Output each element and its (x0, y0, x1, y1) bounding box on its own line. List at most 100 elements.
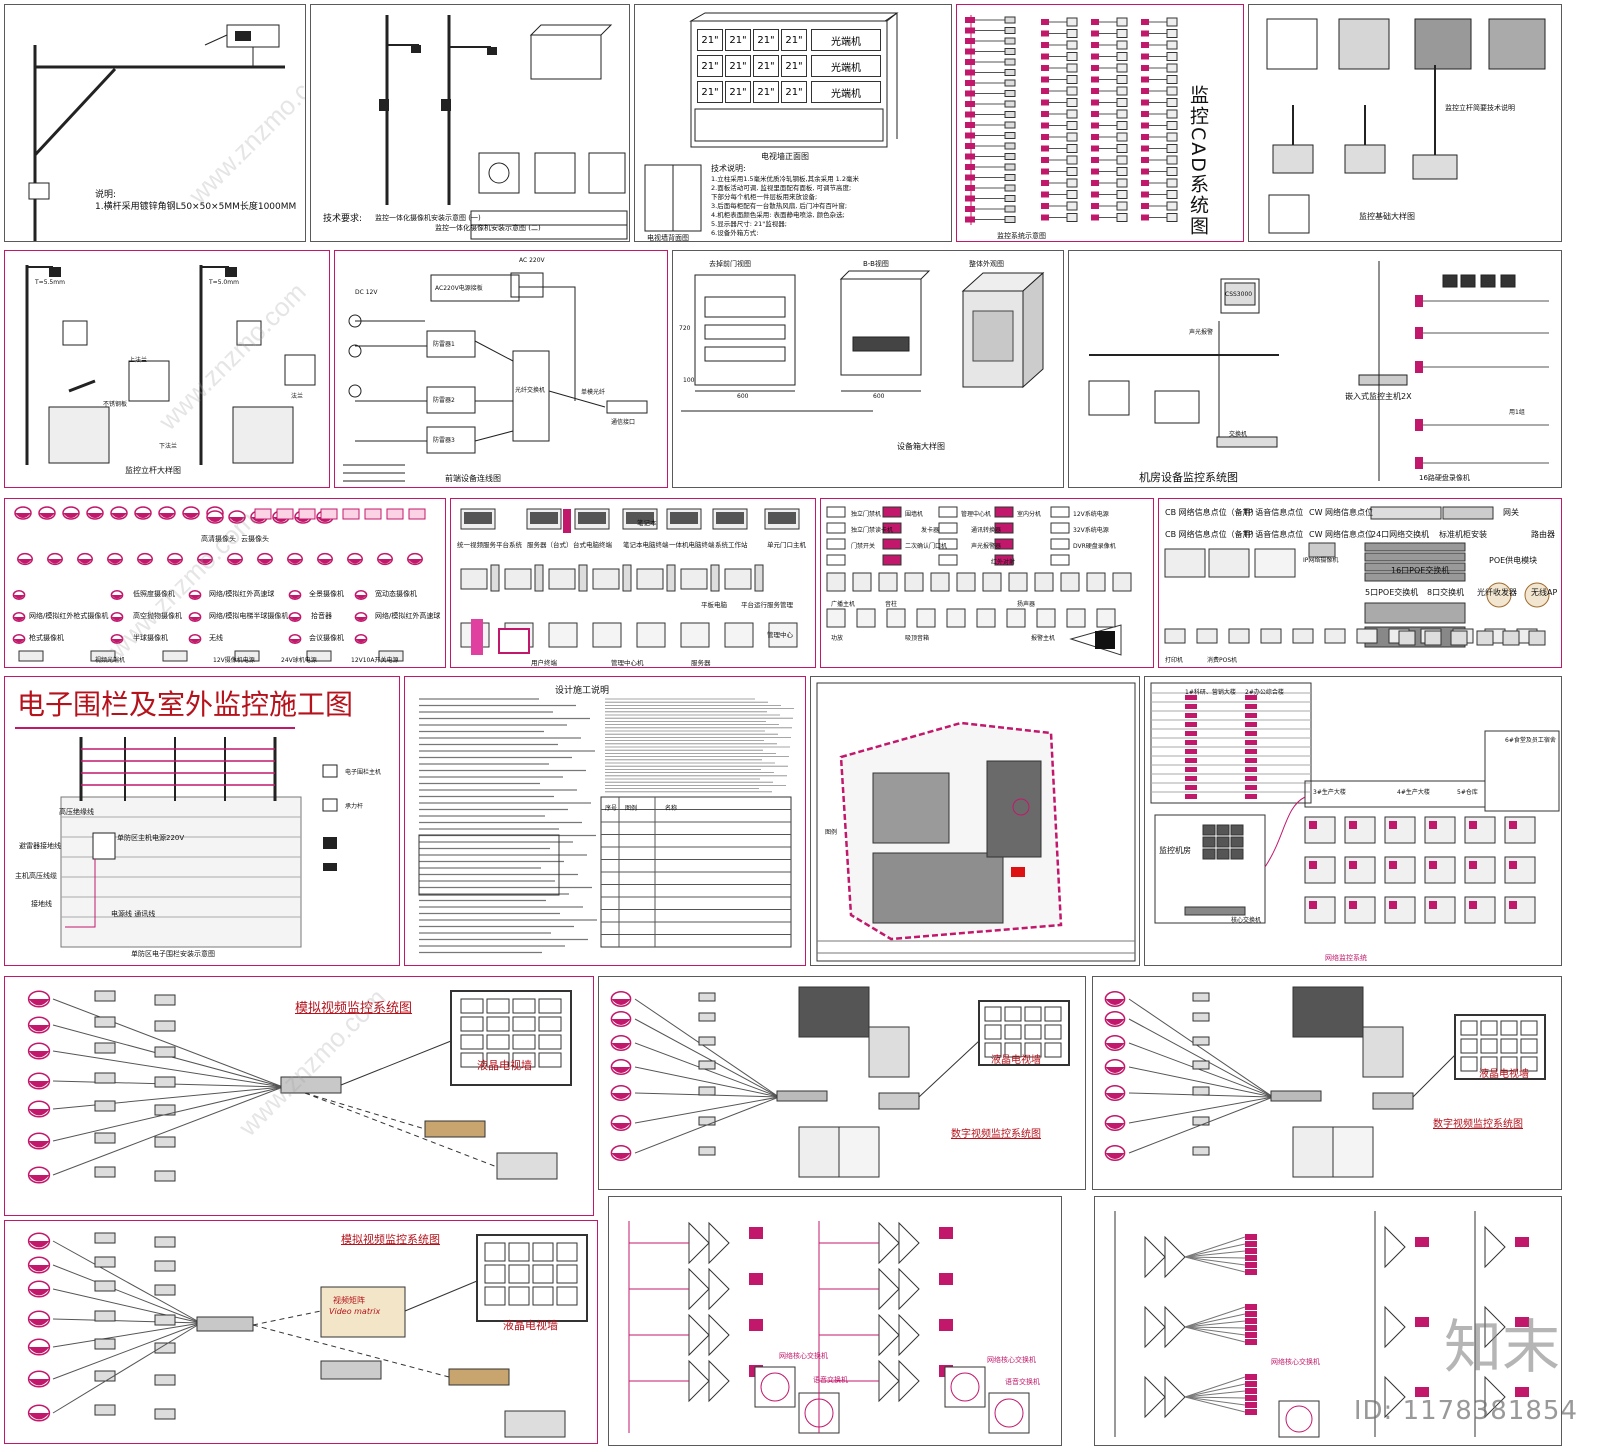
signal-line (918, 1040, 980, 1098)
device-icon (94, 1232, 116, 1244)
network-tag: CB 网络信息点位（备用） (1165, 530, 1259, 539)
foundation-drawing (1266, 18, 1546, 234)
device-icon (1004, 121, 1016, 129)
device-icon (1116, 75, 1128, 84)
coax-cable (52, 1086, 284, 1176)
lcd-screen (1500, 1020, 1518, 1036)
node-icon (1245, 722, 1257, 727)
device-icon (826, 538, 846, 550)
lcd-screen (512, 1034, 536, 1050)
device-icon (1004, 37, 1016, 45)
box-dim: 600 (873, 393, 885, 400)
analog-system-drawing (27, 1232, 588, 1438)
device-icon (1060, 572, 1080, 592)
device-icon (154, 1020, 176, 1032)
node-icon (1185, 749, 1197, 754)
fiber-line (1184, 1396, 1246, 1399)
device-icon (1066, 86, 1078, 96)
front-wiring-drawing (343, 272, 648, 482)
device-icon (1004, 16, 1016, 24)
panel-camera-legend: 高清摄像头 云摄像头 低照度摄像机 网络/模拟红外高速球 全景摄像机 宽动态摄像… (4, 498, 446, 668)
network-legend-label: 24口网络交换机 (1371, 530, 1430, 539)
box-view-title: B-B视图 (863, 260, 889, 268)
outlet-icon (1415, 1387, 1429, 1397)
camera-legend-label: 低照度摄像机 (133, 590, 175, 598)
device-icon (698, 992, 716, 1002)
coax-cable (52, 998, 284, 1088)
node-icon (1041, 53, 1049, 60)
lcd-screen (984, 1024, 1002, 1040)
device-icon (826, 522, 846, 534)
panel-network-monitor: 1#科研、营销大楼 2#办公综合楼 6#食堂及员工宿舍 3#生产大楼 4#生产大… (1144, 676, 1562, 966)
device-icon (1364, 542, 1466, 552)
lcd-screen (486, 1052, 510, 1068)
network-monitor-drawing (1150, 682, 1560, 924)
camera-legend-label: 全景摄像机 (309, 590, 344, 598)
device-icon (1202, 824, 1216, 836)
terminal-legend-label: 服务器（台式） (527, 541, 573, 549)
device-icon (1332, 1126, 1374, 1178)
outlet-icon (1415, 1237, 1429, 1247)
equipment-box-caption: 设备箱大样图 (897, 442, 945, 451)
device-icon (548, 622, 578, 648)
device-icon (1260, 628, 1282, 644)
wiring-label: 防雷器1 (433, 341, 455, 348)
panel-fiber-network: 网络核心交换机 (1094, 1196, 1562, 1446)
camera-legend-label: 高清摄像头 (201, 535, 236, 543)
device-icon (1202, 836, 1216, 848)
camera-icon (317, 559, 333, 564)
lcd-screen (538, 1052, 562, 1068)
device-icon (698, 1036, 716, 1046)
fiber-line (1184, 1236, 1246, 1258)
pole-dim: 下法兰 (159, 443, 178, 450)
device-icon (938, 554, 958, 566)
monitor-icon (578, 512, 606, 524)
device-icon (1004, 79, 1016, 87)
patch-panel-icon (688, 1313, 710, 1357)
device-icon (1464, 896, 1496, 924)
device-icon (1050, 554, 1070, 566)
device-icon (1166, 144, 1178, 153)
device-icon (1116, 178, 1128, 188)
device-icon (154, 1170, 176, 1182)
camera-legend-label: 网络/模拟红外高速球 (209, 590, 275, 598)
device-icon (904, 572, 924, 592)
tv-wall-desc-line: 2.面板活动可调, 监视里面配有面板, 可调节高度; (711, 184, 852, 192)
device-icon (1304, 816, 1336, 844)
tv-wall-front-caption: 电视墙正面图 (761, 152, 809, 161)
node-icon (1091, 214, 1099, 221)
device-icon (1116, 40, 1128, 50)
pole-detail-caption: 监控立杆大样图 (125, 466, 181, 475)
tv-wall-back-caption: 电视墙背面图 (647, 234, 689, 242)
camera-icon (28, 1109, 50, 1116)
camera-icon (28, 1081, 50, 1088)
device-icon (1292, 628, 1314, 644)
camera-legend-label: 网络/模拟红外高速球 (375, 612, 441, 620)
outlet-icon (1245, 1325, 1257, 1331)
device-icon (1308, 542, 1336, 558)
node-icon (965, 27, 975, 34)
camera-icon (111, 595, 123, 599)
device-icon (1304, 896, 1336, 924)
outlet-icon (1245, 1395, 1257, 1401)
room-label: CSS3000 (1225, 291, 1253, 298)
device-icon (882, 522, 902, 534)
tv-screen: 21" (781, 55, 807, 77)
outlet-icon (749, 1273, 763, 1285)
lcd-screen (1004, 1042, 1022, 1058)
node-icon (1041, 145, 1049, 152)
device-icon (1292, 1126, 1334, 1178)
node-icon (1041, 88, 1049, 94)
lcd-screen (1004, 1006, 1022, 1022)
device-icon (1372, 1092, 1414, 1110)
coax-cable (52, 1322, 202, 1380)
node-icon (965, 59, 975, 65)
network-legend-label: 8口交换机 (1427, 588, 1465, 597)
building-head: 5#仓库 (1457, 789, 1478, 796)
device-icon (94, 1370, 116, 1382)
access-legend-label: 通讯转换器 (971, 527, 1002, 534)
device-icon (1164, 548, 1206, 578)
camera-icon (28, 1347, 50, 1354)
camera-legend-label: 网络/模拟红外枪式摄像机 (29, 612, 109, 620)
device-icon (1066, 190, 1078, 199)
